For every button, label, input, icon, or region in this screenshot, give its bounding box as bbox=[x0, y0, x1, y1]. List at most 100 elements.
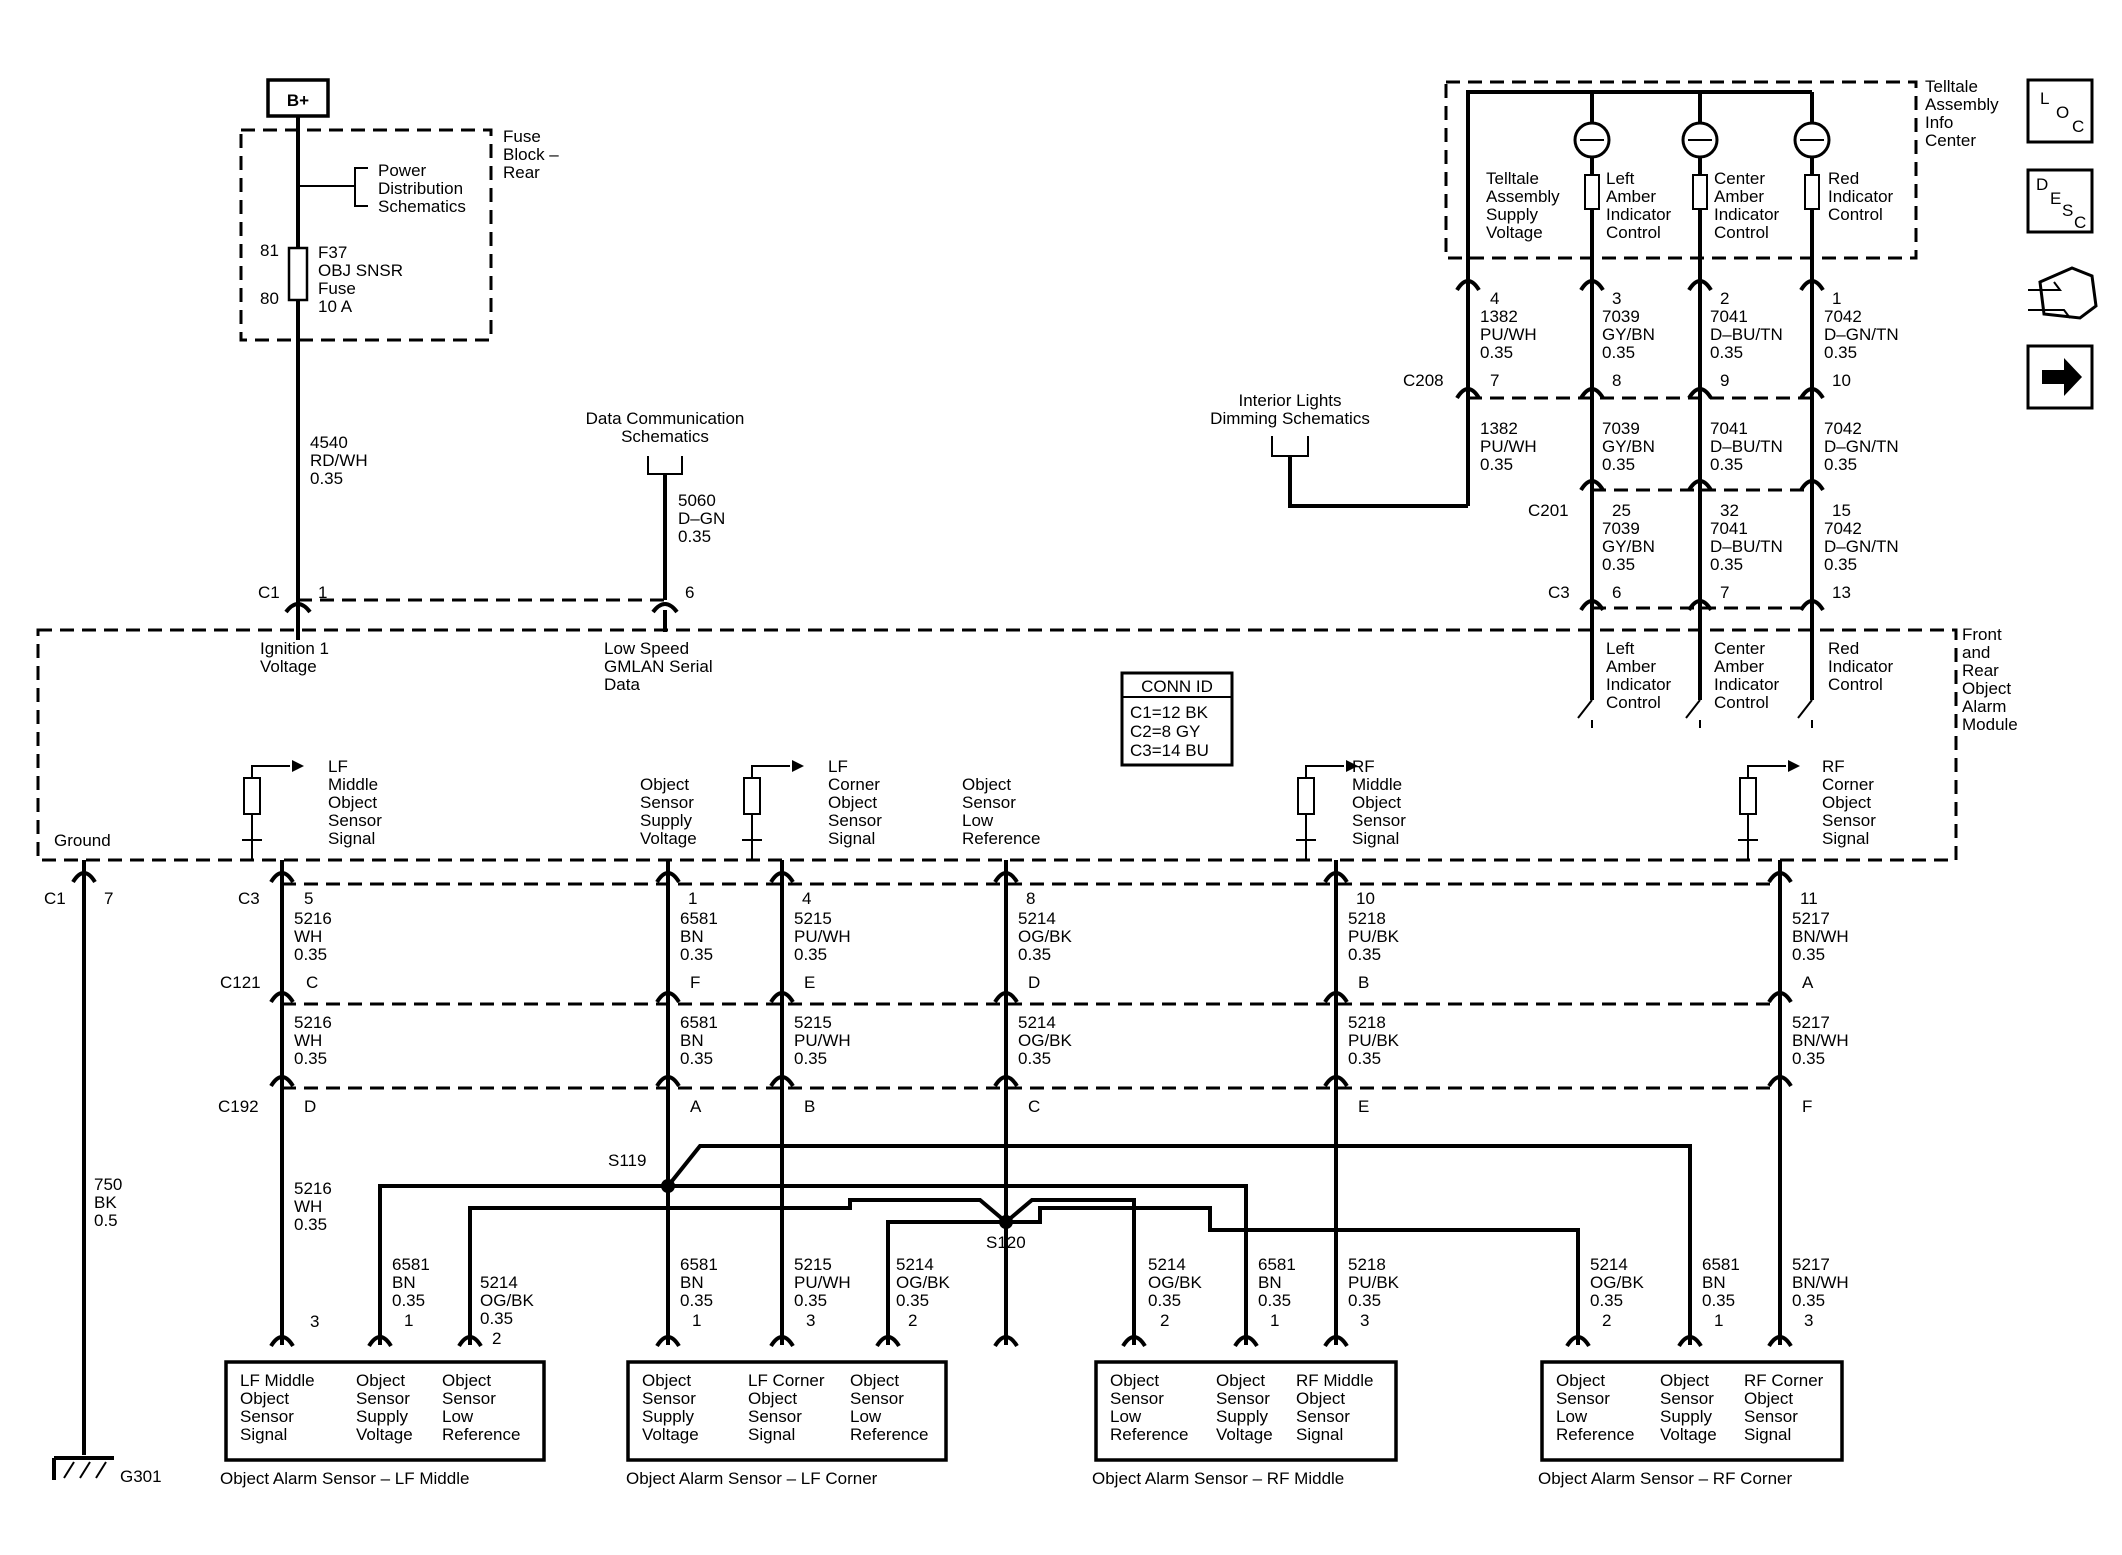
svg-text:0.35: 0.35 bbox=[794, 1049, 827, 1068]
svg-text:0.35: 0.35 bbox=[1824, 555, 1857, 574]
svg-text:1382: 1382 bbox=[1480, 419, 1518, 438]
rf-corner-input bbox=[1738, 760, 1800, 860]
svg-text:Sensor: Sensor bbox=[828, 811, 882, 830]
svg-text:Object: Object bbox=[1216, 1371, 1265, 1390]
connector-cup bbox=[1455, 387, 1481, 400]
connector-cup bbox=[993, 1335, 1019, 1348]
svg-text:Supply: Supply bbox=[642, 1407, 694, 1426]
next-arrow-button[interactable] bbox=[2026, 344, 2094, 410]
connector-cup bbox=[269, 1075, 295, 1088]
svg-text:Reference: Reference bbox=[1110, 1425, 1188, 1444]
interior-lights-ref[interactable]: Interior Lights Dimming Schematics bbox=[1210, 391, 1370, 428]
svg-text:F: F bbox=[1802, 1097, 1812, 1116]
svg-text:Voltage: Voltage bbox=[1216, 1425, 1273, 1444]
svg-text:0.35: 0.35 bbox=[678, 527, 711, 546]
svg-text:D–GN/TN: D–GN/TN bbox=[1824, 437, 1899, 456]
svg-text:3: 3 bbox=[1612, 289, 1621, 308]
svg-text:D–BU/TN: D–BU/TN bbox=[1710, 437, 1783, 456]
svg-text:Sensor: Sensor bbox=[328, 811, 382, 830]
svg-text:Center: Center bbox=[1925, 131, 1976, 150]
svg-text:D–BU/TN: D–BU/TN bbox=[1710, 325, 1783, 344]
svg-text:Signal: Signal bbox=[328, 829, 375, 848]
svg-text:2: 2 bbox=[908, 1311, 917, 1330]
svg-text:E: E bbox=[2050, 189, 2061, 208]
svg-text:0.35: 0.35 bbox=[1148, 1291, 1181, 1310]
svg-text:Fuse: Fuse bbox=[318, 279, 356, 298]
svg-text:Ignition 1: Ignition 1 bbox=[260, 639, 329, 658]
svg-text:Amber: Amber bbox=[1714, 187, 1764, 206]
svg-text:0.35: 0.35 bbox=[1018, 945, 1051, 964]
svg-text:0.35: 0.35 bbox=[680, 1049, 713, 1068]
svg-text:Signal: Signal bbox=[240, 1425, 287, 1444]
lowref-splice-network bbox=[468, 1198, 1580, 1345]
rf-middle-signal-label: RF Middle Object Sensor Signal bbox=[1352, 757, 1406, 848]
svg-text:0.35: 0.35 bbox=[1702, 1291, 1735, 1310]
data-communication-ref[interactable]: Data Communication Schematics bbox=[586, 409, 745, 446]
svg-text:5217: 5217 bbox=[1792, 909, 1830, 928]
svg-text:6581: 6581 bbox=[392, 1255, 430, 1274]
rf-middle-input bbox=[1296, 760, 1358, 860]
svg-text:Middle: Middle bbox=[328, 775, 378, 794]
svg-text:OG/BK: OG/BK bbox=[896, 1273, 951, 1292]
svg-text:Sensor: Sensor bbox=[356, 1389, 410, 1408]
svg-text:Signal: Signal bbox=[1744, 1425, 1791, 1444]
ignition-voltage-label: Ignition 1 Voltage bbox=[260, 639, 329, 676]
sensor-lf-corner-name: Object Alarm Sensor – LF Corner bbox=[626, 1469, 878, 1488]
svg-text:D–GN: D–GN bbox=[678, 509, 725, 528]
svg-text:Object: Object bbox=[850, 1371, 899, 1390]
svg-text:Signal: Signal bbox=[1822, 829, 1869, 848]
ground-g301-label: G301 bbox=[120, 1467, 162, 1486]
arrow-right-icon bbox=[2042, 358, 2082, 396]
svg-text:7039: 7039 bbox=[1602, 307, 1640, 326]
svg-text:C: C bbox=[2074, 213, 2086, 232]
svg-text:Left: Left bbox=[1606, 639, 1635, 658]
svg-text:OBJ SNSR: OBJ SNSR bbox=[318, 261, 403, 280]
svg-text:Sensor: Sensor bbox=[1556, 1389, 1610, 1408]
connector-cups bbox=[71, 279, 1825, 1348]
lf-corner-signal-label: LF Corner Object Sensor Signal bbox=[828, 757, 882, 848]
svg-text:D: D bbox=[304, 1097, 316, 1116]
svg-text:0.35: 0.35 bbox=[1824, 455, 1857, 474]
svg-text:Indicator: Indicator bbox=[1714, 205, 1780, 224]
lower-c3-label: C3 bbox=[238, 889, 260, 908]
svg-text:6581: 6581 bbox=[680, 1255, 718, 1274]
svg-text:5218: 5218 bbox=[1348, 1255, 1386, 1274]
svg-text:Voltage: Voltage bbox=[640, 829, 697, 848]
svg-text:BN: BN bbox=[680, 1273, 704, 1292]
svg-text:Amber: Amber bbox=[1606, 187, 1656, 206]
sensor-lf-middle-name: Object Alarm Sensor – LF Middle bbox=[220, 1469, 469, 1488]
svg-text:RF: RF bbox=[1352, 757, 1375, 776]
svg-text:PU/BK: PU/BK bbox=[1348, 1273, 1400, 1292]
svg-text:CONN ID: CONN ID bbox=[1141, 677, 1213, 696]
svg-text:Amber: Amber bbox=[1714, 657, 1764, 676]
svg-text:Data: Data bbox=[604, 675, 640, 694]
svg-text:1: 1 bbox=[404, 1311, 413, 1330]
connector-cup bbox=[769, 871, 795, 884]
lf-corner-input bbox=[742, 760, 804, 860]
svg-text:D–GN/TN: D–GN/TN bbox=[1824, 537, 1899, 556]
svg-text:0.35: 0.35 bbox=[1590, 1291, 1623, 1310]
sensor-rf-corner: 5214 OG/BK 0.35 2 6581 BN 0.35 1 5217 BN… bbox=[1540, 1255, 1849, 1462]
fuse-pin-80: 80 bbox=[260, 289, 279, 308]
connector-view-icon[interactable] bbox=[2028, 266, 2098, 320]
svg-text:C: C bbox=[1028, 1097, 1040, 1116]
svg-text:D–BU/TN: D–BU/TN bbox=[1710, 537, 1783, 556]
svg-text:PU/WH: PU/WH bbox=[794, 1031, 851, 1050]
svg-text:0.35: 0.35 bbox=[680, 1291, 713, 1310]
connector-cup bbox=[1579, 479, 1605, 492]
svg-text:5214: 5214 bbox=[896, 1255, 934, 1274]
svg-text:Rear: Rear bbox=[1962, 661, 1999, 680]
desc-button[interactable]: D E S C bbox=[2026, 168, 2094, 234]
svg-text:5214: 5214 bbox=[1590, 1255, 1628, 1274]
power-distribution-ref[interactable]: Power Distribution Schematics bbox=[378, 161, 466, 216]
svg-text:0.35: 0.35 bbox=[1602, 555, 1635, 574]
c192-label: C192 bbox=[218, 1097, 259, 1116]
svg-text:OG/BK: OG/BK bbox=[1018, 927, 1073, 946]
svg-text:E: E bbox=[804, 973, 815, 992]
svg-text:RF Corner: RF Corner bbox=[1744, 1371, 1824, 1390]
loc-button[interactable]: L O C bbox=[2026, 78, 2094, 144]
svg-text:Alarm: Alarm bbox=[1962, 697, 2006, 716]
svg-text:Object: Object bbox=[1744, 1389, 1793, 1408]
svg-text:5216: 5216 bbox=[294, 1179, 332, 1198]
svg-text:Indicator: Indicator bbox=[1606, 675, 1672, 694]
